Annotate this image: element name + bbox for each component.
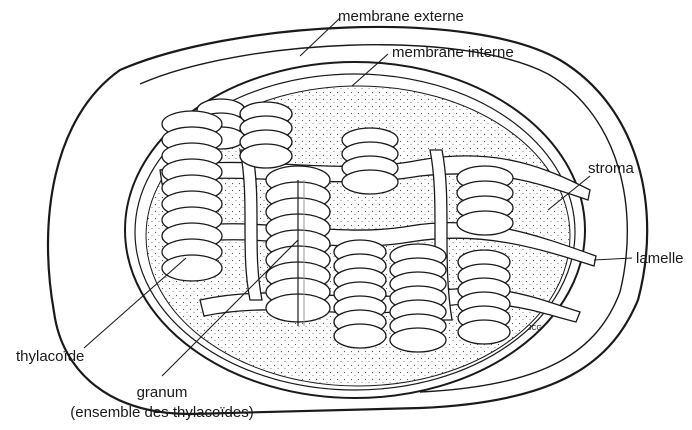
granum-stack-2 xyxy=(240,102,292,168)
label-inner-membrane: membrane interne xyxy=(392,44,514,61)
label-thylakoid: thylacoïde xyxy=(16,348,84,365)
label-granum: granum xyxy=(92,384,232,401)
granum-stack-4 xyxy=(342,128,398,194)
granum-stack-9 xyxy=(458,250,510,344)
label-granum-note: (ensemble des thylacoïdes) xyxy=(26,404,298,421)
label-lamella: lamelle xyxy=(636,250,684,267)
granum-stack-5 xyxy=(457,166,513,235)
label-stroma: stroma xyxy=(588,160,634,177)
label-outer-membrane: membrane externe xyxy=(338,8,464,25)
granum-stack-3 xyxy=(162,111,222,281)
artist-signature: JCG xyxy=(528,325,542,332)
granum-stack-7 xyxy=(334,240,386,348)
granum-stack-8 xyxy=(390,244,446,352)
